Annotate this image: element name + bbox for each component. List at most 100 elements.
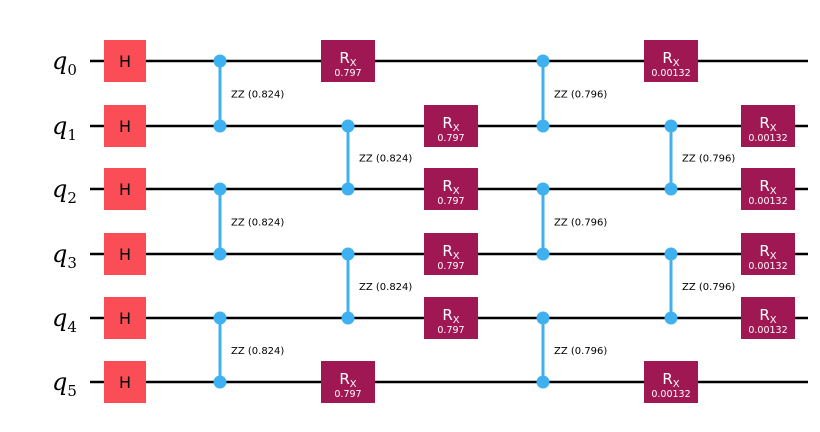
h-gate-box	[104, 233, 146, 275]
qubit-label-base: q	[52, 368, 67, 396]
zz-gate-label: ZZ (0.824)	[231, 90, 284, 101]
rx-gate-parameter: 0.797	[334, 68, 361, 79]
qubit-label-index: 0	[67, 61, 77, 79]
h-gate-label: H	[119, 245, 131, 264]
rx-gate-parameter: 0.00132	[651, 68, 690, 79]
zz-gate-control-dot	[664, 182, 678, 196]
qubit-label-3: q3	[52, 240, 77, 272]
zz-gate-control-dot	[536, 182, 550, 196]
zz-gate-control-dot	[536, 247, 550, 261]
rx-gate-label-base: R	[759, 114, 769, 132]
zz-gate-label: ZZ (0.796)	[682, 282, 735, 293]
h-gate-box	[104, 105, 146, 147]
rx-gate-label-base: R	[662, 49, 672, 67]
zz-gate-label: ZZ (0.824)	[231, 218, 284, 229]
rx-gate-label: RX	[442, 114, 459, 134]
zz-gate-control-dot	[213, 247, 227, 261]
rx-gate-label-base: R	[442, 114, 452, 132]
rx-gate: RX0.797	[321, 40, 375, 82]
zz-gate-label: ZZ (0.824)	[231, 346, 284, 357]
rx-gate-box	[741, 168, 795, 210]
zz-gate-control-dot	[536, 54, 550, 68]
rx-gate-label: RX	[339, 370, 356, 390]
zz-gate-label: ZZ (0.824)	[359, 282, 412, 293]
rx-gate: RX0.797	[424, 233, 478, 275]
zz-gate-control-dot	[213, 182, 227, 196]
rx-gate-box	[741, 105, 795, 147]
qubit-label-base: q	[52, 47, 67, 75]
rx-gate-label-base: R	[759, 177, 769, 195]
zz-gate-control-dot	[536, 119, 550, 133]
rx-gate-label-base: R	[442, 242, 452, 260]
rx-gate-parameter: 0.797	[334, 389, 361, 400]
zz-gate-control-dot	[341, 119, 355, 133]
rx-gate-label-sub: X	[770, 251, 777, 262]
qubit-label-2: q2	[52, 175, 77, 207]
zz-gate-control-dot	[213, 54, 227, 68]
zz-gate-control-dot	[664, 247, 678, 261]
zz-gate-control-dot	[536, 375, 550, 389]
rx-gate-box	[321, 40, 375, 82]
rx-gate-box	[321, 361, 375, 403]
zz-gate: ZZ (0.796)	[664, 247, 735, 325]
rx-gate-box	[424, 297, 478, 339]
rx-gate: RX0.00132	[741, 168, 795, 210]
rx-gate-label-sub: X	[453, 251, 460, 262]
zz-gate-label: ZZ (0.796)	[554, 346, 607, 357]
rx-gate-label: RX	[442, 177, 459, 197]
rx-gate-label-sub: X	[453, 123, 460, 134]
rx-gate-label-base: R	[759, 306, 769, 324]
rx-gate-parameter: 0.00132	[748, 196, 787, 207]
rx-gate-label: RX	[662, 370, 679, 390]
rx-gate-label: RX	[759, 242, 776, 262]
zz-gate: ZZ (0.824)	[341, 247, 412, 325]
qubit-label-0: q0	[52, 47, 77, 79]
rx-gate: RX0.00132	[741, 105, 795, 147]
rx-gate: RX0.00132	[741, 297, 795, 339]
rx-gate-label-sub: X	[350, 379, 357, 390]
zz-gate-control-dot	[536, 311, 550, 325]
rx-gate-label: RX	[339, 49, 356, 69]
zz-gate-label: ZZ (0.824)	[359, 154, 412, 165]
zz-gate: ZZ (0.824)	[213, 182, 284, 261]
h-gate: H	[104, 105, 146, 147]
zz-gate-label: ZZ (0.796)	[554, 218, 607, 229]
rx-gate-label-base: R	[442, 306, 452, 324]
h-gate: H	[104, 40, 146, 82]
rx-gate-label-sub: X	[350, 58, 357, 69]
qubit-label-4: q4	[52, 304, 77, 336]
qubit-label-base: q	[52, 112, 67, 140]
rx-gate-label: RX	[662, 49, 679, 69]
rx-gate-box	[424, 168, 478, 210]
h-gate: H	[104, 297, 146, 339]
zz-gate: ZZ (0.824)	[213, 54, 284, 133]
rx-gate: RX0.797	[424, 297, 478, 339]
h-gate-label: H	[119, 117, 131, 136]
zz-gate-label: ZZ (0.796)	[682, 154, 735, 165]
h-gate-label: H	[119, 180, 131, 199]
rx-gate: RX0.00132	[741, 233, 795, 275]
h-gate-label: H	[119, 373, 131, 392]
qubit-label-index: 1	[67, 126, 77, 144]
qubit-label-base: q	[52, 175, 67, 203]
rx-gate-parameter: 0.00132	[748, 133, 787, 144]
qubit-label-5: q5	[52, 368, 77, 400]
rx-gate: RX0.00132	[644, 40, 698, 82]
rx-gate-box	[424, 105, 478, 147]
rx-gate-parameter: 0.00132	[748, 261, 787, 272]
zz-gate: ZZ (0.796)	[536, 311, 607, 389]
zz-gate: ZZ (0.824)	[213, 311, 284, 389]
rx-gate-box	[424, 233, 478, 275]
rx-gate-label-base: R	[759, 242, 769, 260]
rx-gate-parameter: 0.00132	[748, 325, 787, 336]
rx-gate-parameter: 0.797	[437, 133, 464, 144]
rx-gate-label: RX	[759, 114, 776, 134]
zz-gate-label: ZZ (0.796)	[554, 90, 607, 101]
rx-gate-label-sub: X	[453, 315, 460, 326]
qubit-label-1: q1	[52, 112, 77, 144]
rx-gate-label: RX	[759, 177, 776, 197]
h-gate-label: H	[119, 309, 131, 328]
rx-gate-label: RX	[442, 306, 459, 326]
